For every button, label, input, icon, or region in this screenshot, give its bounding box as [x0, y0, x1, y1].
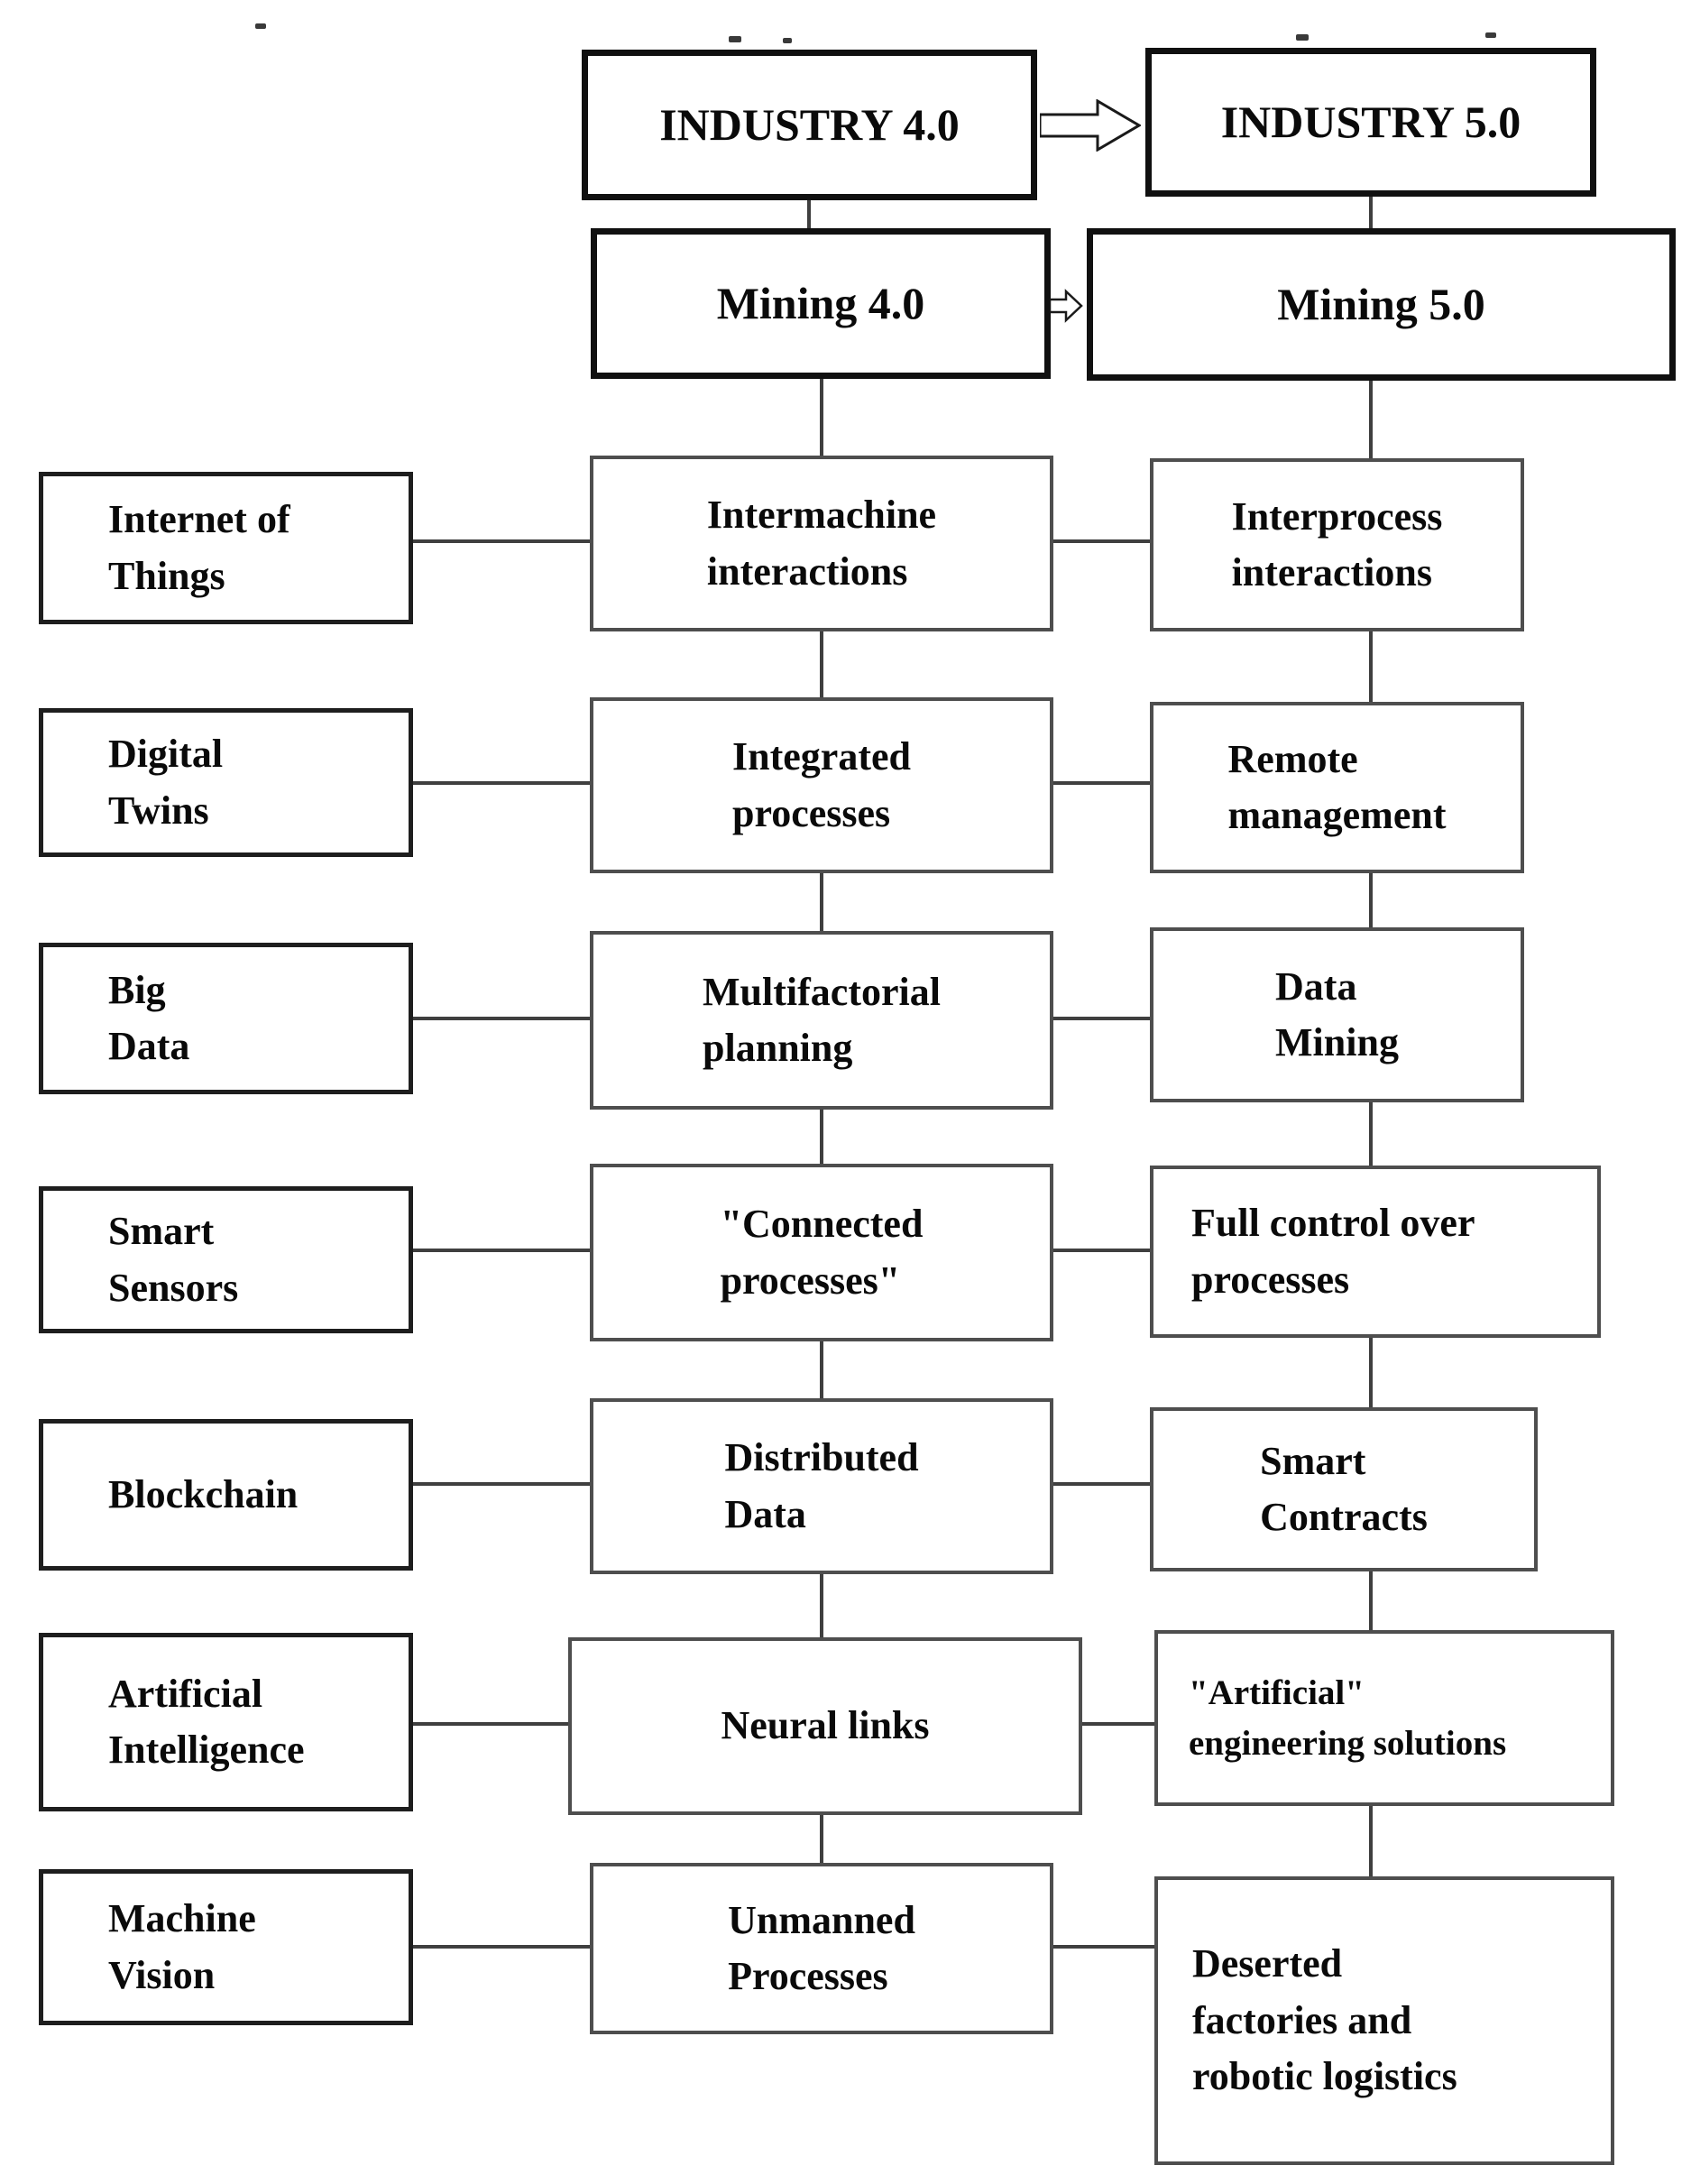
scan-artifact	[729, 36, 741, 42]
connector-industry50-mining50	[1369, 197, 1373, 228]
connector-digitaltwins-integrated	[413, 781, 590, 785]
node-mining-5-0: Mining 5.0	[1087, 228, 1676, 381]
node-smart-sensors-label: Smart Sensors	[108, 1209, 239, 1310]
node-deserted-factories: Deserted factories and robotic logistics	[1154, 1876, 1614, 2165]
connector-machinevision-unmanned	[413, 1945, 590, 1949]
node-smart-sensors: Smart Sensors	[39, 1186, 413, 1333]
connector-intermachine-interprocess	[1053, 539, 1150, 543]
connector-right-row5-row6	[1369, 1571, 1373, 1630]
scan-artifact	[1485, 32, 1496, 38]
node-industry-5-0: INDUSTRY 5.0	[1145, 48, 1596, 197]
connector-mid-row1-row2	[820, 631, 823, 697]
mining-transition-arrow-right-icon	[1048, 289, 1084, 323]
scan-artifact	[255, 23, 266, 29]
node-mining-4-0-label: Mining 4.0	[716, 278, 925, 328]
connector-connected-fullcontrol	[1053, 1249, 1150, 1252]
node-full-control-over-processes-label: Full control over processes	[1191, 1201, 1475, 1302]
node-multifactorial-planning-label: Multifactorial planning	[703, 969, 941, 1070]
connector-mining40-row1	[820, 379, 823, 456]
node-machine-vision: Machine Vision	[39, 1869, 413, 2025]
node-digital-twins-label: Digital Twins	[108, 732, 224, 833]
connector-mining50-row1	[1369, 381, 1373, 458]
node-integrated-processes: Integrated processes	[590, 697, 1053, 873]
connector-bigdata-multifactorial	[413, 1017, 590, 1020]
node-blockchain-label: Blockchain	[108, 1471, 299, 1516]
connector-neurallinks-artificialsolutions	[1082, 1722, 1154, 1726]
node-remote-management-label: Remote management	[1227, 736, 1447, 837]
node-industry-4-0: INDUSTRY 4.0	[582, 50, 1037, 200]
node-unmanned-processes-label: Unmanned Processes	[728, 1897, 915, 1998]
connector-mid-row2-row3	[820, 873, 823, 931]
connector-ai-neurallinks	[413, 1722, 568, 1726]
node-interprocess-interactions: Interprocess interactions	[1150, 458, 1524, 631]
node-blockchain: Blockchain	[39, 1419, 413, 1571]
node-smart-contracts: Smart Contracts	[1150, 1407, 1538, 1571]
connector-unmanned-deserted	[1053, 1945, 1154, 1949]
node-intermachine-interactions-label: Intermachine interactions	[706, 493, 937, 594]
connector-right-row2-row3	[1369, 873, 1373, 927]
node-neural-links-label: Neural links	[721, 1703, 930, 1748]
node-artificial-intelligence-label: Artificial Intelligence	[108, 1671, 305, 1772]
node-big-data: Big Data	[39, 943, 413, 1094]
node-integrated-processes-label: Integrated processes	[732, 734, 911, 835]
node-neural-links: Neural links	[568, 1637, 1082, 1815]
connector-mid-row6-row7	[820, 1815, 823, 1863]
node-connected-processes-label: "Connected processes"	[720, 1202, 924, 1303]
node-machine-vision-label: Machine Vision	[108, 1896, 256, 1997]
connector-right-row1-row2	[1369, 631, 1373, 702]
industry-transition-arrow-right-icon	[1038, 98, 1142, 152]
connector-mid-row4-row5	[820, 1341, 823, 1398]
node-unmanned-processes: Unmanned Processes	[590, 1863, 1053, 2034]
node-deserted-factories-label: Deserted factories and robotic logistics	[1192, 1941, 1457, 2099]
connector-integrated-remote	[1053, 781, 1150, 785]
node-mining-4-0: Mining 4.0	[591, 228, 1051, 379]
node-distributed-data: Distributed Data	[590, 1398, 1053, 1574]
scan-artifact	[1296, 34, 1309, 41]
node-full-control-over-processes: Full control over processes	[1150, 1166, 1601, 1338]
node-big-data-label: Big Data	[108, 967, 190, 1068]
connector-right-row6-row7	[1369, 1806, 1373, 1876]
connector-distributed-smartcontracts	[1053, 1482, 1150, 1486]
connector-iot-intermachine	[413, 539, 590, 543]
node-artificial-engineering-solutions-label: "Artificial" engineering solutions	[1189, 1673, 1507, 1763]
node-interprocess-interactions-label: Interprocess interactions	[1231, 493, 1443, 594]
node-industry-5-0-label: INDUSTRY 5.0	[1220, 97, 1521, 147]
node-internet-of-things: Internet of Things	[39, 472, 413, 624]
node-digital-twins: Digital Twins	[39, 708, 413, 857]
connector-industry40-mining40	[807, 200, 811, 228]
node-distributed-data-label: Distributed Data	[724, 1435, 919, 1536]
node-intermachine-interactions: Intermachine interactions	[590, 456, 1053, 631]
connector-multifactorial-datamining	[1053, 1017, 1150, 1020]
node-connected-processes: "Connected processes"	[590, 1164, 1053, 1341]
node-internet-of-things-label: Internet of Things	[108, 497, 290, 598]
node-artificial-engineering-solutions: "Artificial" engineering solutions	[1154, 1630, 1614, 1806]
node-multifactorial-planning: Multifactorial planning	[590, 931, 1053, 1110]
connector-mid-row3-row4	[820, 1110, 823, 1164]
connector-right-row4-row5	[1369, 1338, 1373, 1407]
node-remote-management: Remote management	[1150, 702, 1524, 873]
node-mining-5-0-label: Mining 5.0	[1277, 279, 1485, 329]
node-artificial-intelligence: Artificial Intelligence	[39, 1633, 413, 1811]
node-data-mining: Data Mining	[1150, 927, 1524, 1102]
connector-mid-row5-row6	[820, 1574, 823, 1637]
connector-smartsensors-connected	[413, 1249, 590, 1252]
node-data-mining-label: Data Mining	[1275, 963, 1399, 1064]
connector-right-row3-row4	[1369, 1102, 1373, 1166]
node-smart-contracts-label: Smart Contracts	[1260, 1438, 1428, 1539]
connector-blockchain-distributed	[413, 1482, 590, 1486]
node-industry-4-0-label: INDUSTRY 4.0	[659, 99, 960, 150]
scan-artifact	[783, 38, 792, 43]
